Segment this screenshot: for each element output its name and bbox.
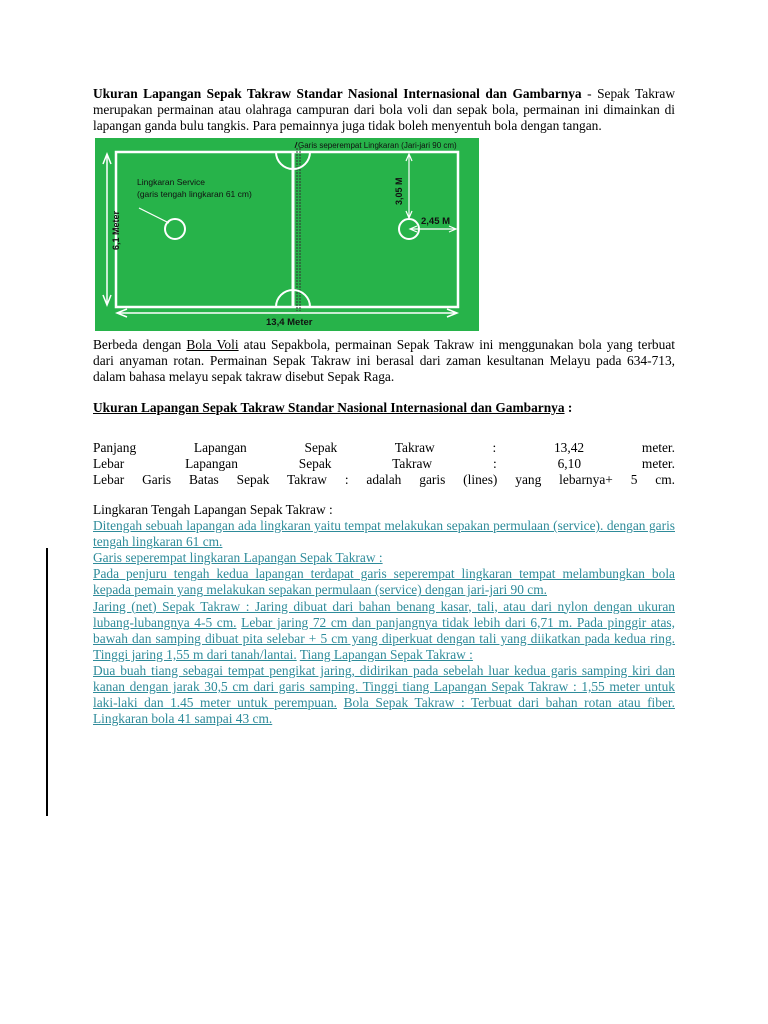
quarter-circle-top [275, 152, 311, 171]
quarter-circle-heading: Garis seperempat lingkaran Lapangan Sepa… [93, 550, 383, 566]
post-paragraph: Dua buah tiang sebagai tempat pengikat j… [93, 663, 675, 727]
measurement-width: Lebar Lapangan Sepak Takraw : 6,10 meter… [93, 455, 675, 471]
dim-305-arrow-top [405, 152, 413, 162]
service-circle-left [164, 218, 186, 241]
width-arrow-top [102, 152, 112, 165]
intro-paragraph: Ukuran Lapangan Sepak Takraw Standar Nas… [93, 86, 675, 134]
ball-text: Terbuat dari bahan rotan atau fiber. Lin… [93, 695, 675, 727]
length-arrow-left [114, 308, 128, 318]
dim-305-arrow-bottom [405, 211, 413, 220]
document-body: Ukuran Lapangan Sepak Takraw Standar Nas… [93, 86, 675, 727]
center-circle-heading: Lingkaran Tengah Lapangan Sepak Takraw : [93, 501, 333, 517]
length-arrow-right [446, 308, 460, 318]
net-paragraph: Jaring (net) Sepak Takraw : Jaring dibua… [93, 599, 675, 663]
history-before: Berbeda dengan [93, 337, 187, 353]
center-circle-text: Ditengah sebuah lapangan ada lingkaran y… [93, 518, 675, 550]
intro-dash: - [581, 86, 598, 101]
label-service-2: (garis tengah lingkaran 61 cm) [137, 189, 252, 199]
net-heading: Jaring (net) Sepak Takraw : [93, 598, 256, 614]
history-after: atau Sepakbola, permainan Sepak Takraw i… [93, 337, 675, 385]
quarter-circle-text: Pada penjuru tengah kedua lapangan terda… [93, 566, 675, 598]
revision-bar [46, 548, 48, 816]
court-boundary [114, 151, 460, 309]
label-width: 6,1 Meter [111, 211, 121, 251]
bola-voli-link[interactable]: Bola Voli [186, 337, 239, 353]
intro-text: Sepak Takraw merupakan permainan atau ol… [93, 86, 676, 134]
post-heading: Tiang Lapangan Sepak Takraw : [299, 646, 473, 662]
quarter-circle-bottom [275, 289, 311, 308]
net-size: Lebar jaring 72 cm dan panjangnya tidak … [93, 614, 675, 662]
width-arrow-bottom [102, 295, 112, 308]
ball-heading: Bola Sepak Takraw : [343, 695, 471, 711]
heading-2: Ukuran Lapangan Sepak Takraw Standar Nas… [93, 400, 675, 416]
intro-title: Ukuran Lapangan Sepak Takraw Standar Nas… [93, 86, 582, 101]
label-service-1: Lingkaran Service [137, 177, 205, 187]
dim-245-arrow-right [448, 225, 458, 233]
court-diagram: Garis seperempat Lingkaran (Jari-jari 90… [95, 138, 479, 332]
quarter-label-leader [294, 142, 298, 149]
service-label-arrow [138, 207, 170, 224]
measurement-line-width: Lebar Garis Batas Sepak Takraw : adalah … [93, 471, 675, 487]
history-paragraph: Berbeda dengan Bola Voli atau Sepakbola,… [93, 337, 675, 385]
label-305: 3,05 M [394, 178, 404, 206]
net-material: Jaring dibuat dari bahan benang kasar, t… [93, 598, 676, 630]
heading-2-colon: : [564, 399, 573, 415]
court-field [95, 138, 479, 332]
label-245: 2,45 M [421, 216, 450, 227]
dim-245-arrow-left [408, 225, 418, 233]
label-quarter-circle: Garis seperempat Lingkaran (Jari-jari 90… [298, 141, 457, 150]
measurement-length: Panjang Lapangan Sepak Takraw : 13,42 me… [93, 439, 675, 455]
post-text: Dua buah tiang sebagai tempat pengikat j… [93, 662, 675, 711]
label-length: 13,4 Meter [266, 317, 313, 328]
heading-2-text: Ukuran Lapangan Sepak Takraw Standar Nas… [93, 399, 565, 415]
